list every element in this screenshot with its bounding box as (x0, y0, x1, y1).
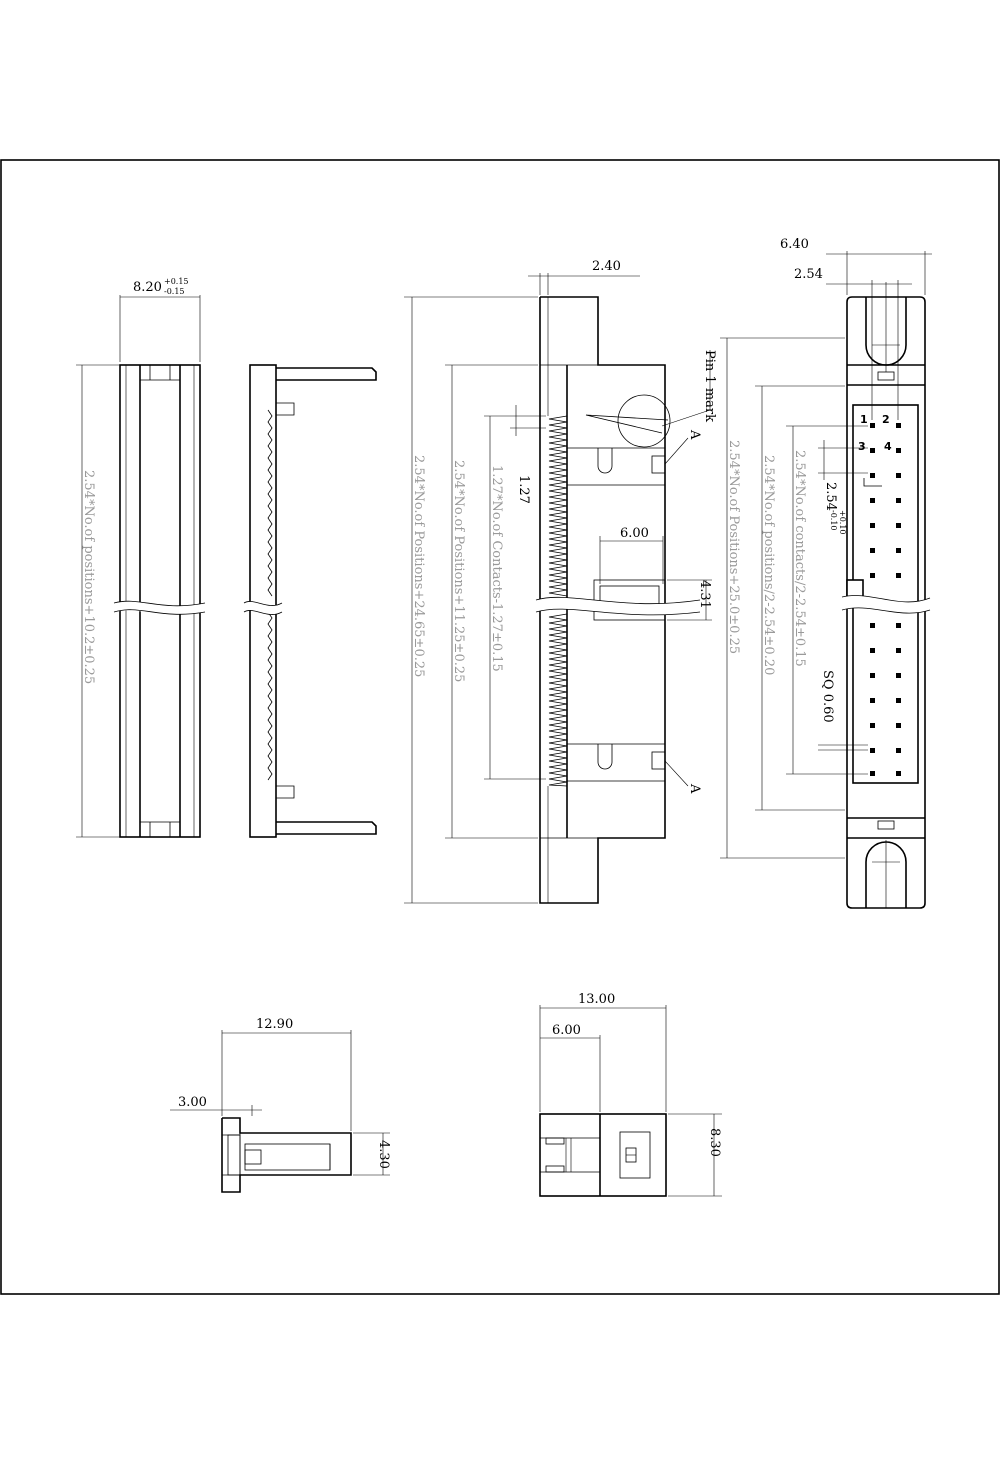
pitch-offset-dim: 2.40 (592, 259, 621, 274)
lock-height-dim: 4.31 (697, 580, 712, 609)
side-width-dim: 8.20 (133, 280, 162, 295)
pin-number-4: 4 (884, 440, 892, 453)
bottom-view: 13.00 6.00 8.30 (539, 992, 722, 1197)
pin-number-2: 2 (882, 413, 890, 426)
row-pitch-dim: 2.54 (823, 482, 838, 511)
row-pitch-tol-plus: +0.10 (838, 510, 847, 535)
end-offset-dim: 3.00 (178, 1095, 207, 1110)
front-contacts-dim: 2.54*No.of contacts/2-2.54±0.15 (792, 450, 807, 667)
front-overall-dim: 2.54*No.of Positions+25.0±0.25 (726, 440, 741, 654)
end-view: 12.90 3.00 4.30 (170, 1017, 391, 1193)
end-length-dim: 12.90 (256, 1017, 293, 1032)
overall-length-dim: 2.54*No.of Positions+24.65±0.25 (411, 455, 426, 677)
end-height-dim: 4.30 (376, 1140, 391, 1169)
pin-grid (870, 423, 901, 776)
front-housing-dim: 2.54*No.of positions/2-2.54±0.20 (761, 455, 776, 675)
side-width-tol-minus: -0.15 (164, 287, 185, 296)
profile-view (243, 364, 377, 838)
front-view: 1 2 3 4 6.40 2.54 2.54*No.of Positions+2… (720, 237, 932, 909)
pin-number-3: 3 (858, 440, 866, 453)
side-view-left: 8.20 +0.15 -0.15 2.54*No.of positions+10… (76, 277, 206, 838)
pin-comb-upper (548, 415, 568, 597)
front-width-dim: 6.40 (780, 237, 809, 252)
section-marker-a-top: A (687, 429, 702, 440)
contact-span-dim: 1.27*No.of Contacts-1.27±0.15 (489, 465, 504, 672)
pin-comb-lower (548, 613, 568, 787)
top-view: Pin 1 mark A A 2.40 2.54*No.of Positions… (404, 259, 717, 904)
housing-length-dim: 2.54*No.of Positions+11.25±0.25 (451, 460, 466, 682)
side-height-dim: 2.54*No.of positions+10.2±0.25 (81, 470, 96, 684)
section-marker-a-bottom: A (687, 783, 702, 794)
bottom-width-dim: 13.00 (578, 992, 615, 1007)
row-pitch-tol-minus: -0.10 (829, 510, 838, 531)
pin-half-pitch-dim: 1.27 (516, 475, 531, 504)
pin-number-1: 1 (860, 413, 868, 426)
front-pitch-dim: 2.54 (794, 267, 823, 282)
bottom-height-dim: 8.30 (707, 1128, 722, 1157)
pin1-mark-label: Pin 1 mark (702, 350, 717, 422)
pin-square-dim: SQ 0.60 (820, 670, 835, 723)
drawing-frame (0, 159, 1000, 1295)
lock-width-dim: 6.00 (620, 526, 649, 541)
side-width-tol-plus: +0.15 (164, 277, 189, 286)
bottom-inner-dim: 6.00 (552, 1023, 581, 1038)
